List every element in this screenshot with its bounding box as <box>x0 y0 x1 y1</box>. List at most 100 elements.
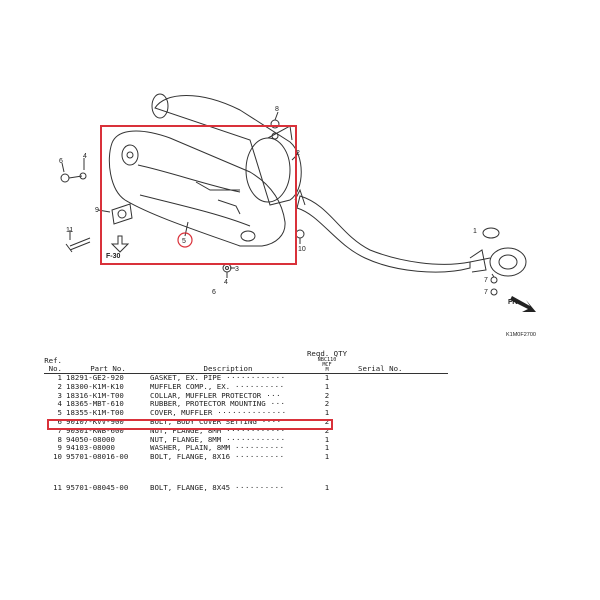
part-no-cell: 18291-GE2-920 <box>66 373 124 382</box>
callout-3: 3 <box>235 266 239 273</box>
exhaust-pipe <box>296 195 471 273</box>
description-cell: NUT, FLANGE, 8MM ············ <box>150 434 286 444</box>
callout-4b: 4 <box>224 279 228 286</box>
parts-list: Ref. No. Part No. Description Reqd. QTY … <box>44 349 556 493</box>
ref-cell: 11 <box>53 482 62 492</box>
callout-6: 6 <box>59 158 63 165</box>
ref-cell: 8 <box>57 434 62 444</box>
dot-leader: ·········· <box>230 482 285 492</box>
dot-leader: ·········· <box>230 381 285 391</box>
qty-cell: 2 <box>324 425 330 435</box>
highlight-box <box>100 125 297 265</box>
callout-2: 2 <box>296 150 300 157</box>
ref-cell: 6 <box>57 416 62 426</box>
ref-cell: 2 <box>57 381 62 391</box>
table-row[interactable]: 2 18300-K1M-K10 MUFFLER COMP., EX. ·······… <box>44 381 448 392</box>
description-cell: COLLAR, MUFFLER PROTECTOR ··· <box>150 390 282 400</box>
part-no-cell: 90107-KVV-900 <box>66 416 124 426</box>
qty-cell: 1 <box>324 373 330 382</box>
description-cell: RUBBER, PROTECTOR MOUNTING ··· <box>150 399 286 409</box>
table-row[interactable]: 8 94050-08000 NUT, FLANGE, 8MM ···········… <box>44 434 448 445</box>
serial-cell <box>348 383 448 392</box>
qty-cell: 1 <box>324 443 330 453</box>
bolt-part <box>65 237 91 253</box>
qty-cell: 1 <box>324 482 330 492</box>
part-no-cell: 18300-K1M-K10 <box>66 381 124 391</box>
ref-cell: 1 <box>57 373 62 382</box>
serial-cell <box>348 409 448 418</box>
header-qty-type: M <box>325 367 329 373</box>
header-qty-variant: MCF <box>322 362 332 368</box>
part-no-cell: 18316-K1M-T00 <box>66 390 124 400</box>
part-no-cell: 95701-08045-00 <box>66 482 129 492</box>
callout-1: 1 <box>473 228 477 235</box>
callout-7: 7 <box>484 277 488 284</box>
dot-leader: ············ <box>221 373 286 382</box>
serial-cell <box>348 484 448 493</box>
serial-cell <box>348 427 448 436</box>
qty-cell: 2 <box>324 399 330 409</box>
header-qty: Reqd. QTY NBC110 MCF M <box>306 349 348 374</box>
callout-4: 4 <box>83 153 87 160</box>
qty-cell: 2 <box>324 390 330 400</box>
qty-cell: 1 <box>324 434 330 444</box>
part-no-cell: 95701-08016-00 <box>66 452 129 462</box>
description-cell: MUFFLER COMP., EX. ·········· <box>150 381 285 391</box>
table-row[interactable]: 7 90301-KWB-600 NUT, FLANGE, 8MM ·········… <box>44 425 448 436</box>
table-row[interactable]: 5 18355-K1M-T00 COVER, MUFFLER ···········… <box>44 408 448 418</box>
dot-leader: ·············· <box>212 408 287 418</box>
row-spacer-cell <box>44 462 448 484</box>
ref-cell: 7 <box>57 425 62 435</box>
description-cell: BOLT, BODY COVER SETTING ···· <box>150 416 282 426</box>
dot-leader: ···· <box>256 416 282 426</box>
dot-leader: ··· <box>265 399 286 409</box>
part-no-cell: 90301-KWB-600 <box>66 425 124 435</box>
callout-10: 10 <box>298 246 306 253</box>
callout-9: 9 <box>95 207 99 214</box>
dot-leader: ·········· <box>230 443 285 453</box>
description-cell: BOLT, FLANGE, 8X16 ·········· <box>150 452 285 462</box>
ref-cell: 5 <box>57 408 62 418</box>
highlighted-row-box <box>47 419 333 430</box>
serial-cell <box>348 436 448 445</box>
muffler-cover <box>108 130 286 247</box>
part-no-cell: 18355-K1M-T00 <box>66 408 124 418</box>
part-no-cell: 94103-08000 <box>66 443 115 453</box>
table-header: Ref. No. Part No. Description Reqd. QTY … <box>44 349 448 374</box>
part-no-cell: 94050-08000 <box>66 434 115 444</box>
table-row[interactable]: 6 90107-KVV-900 BOLT, BODY COVER SETTING ·… <box>44 416 448 427</box>
qty-cell: 1 <box>324 408 330 418</box>
serial-cell <box>348 444 448 453</box>
qty-cell: 1 <box>324 452 330 462</box>
description-cell: NUT, FLANGE, 8MM ············ <box>150 425 286 435</box>
serial-cell <box>348 400 448 409</box>
table-row[interactable]: 4 18365-MBT-610 RUBBER, PROTECTOR MOUNTING… <box>44 399 448 409</box>
muffler-body <box>154 95 302 206</box>
exploded-parts-diagram: 1 2 3 4 4 5 6 6 7 7 8 9 10 11 F-30 FR. K… <box>59 93 536 338</box>
header-serial-no: Serial No. <box>358 364 403 373</box>
dot-leader: ·········· <box>230 452 285 462</box>
row-spacer <box>44 462 448 484</box>
dot-leader: ············ <box>221 434 286 444</box>
gasket-part <box>482 227 500 239</box>
header-qty-label: Reqd. QTY <box>306 349 348 358</box>
ref-cell: 4 <box>57 399 62 409</box>
description-cell: COVER, MUFFLER ·············· <box>150 408 287 418</box>
exhaust-flange <box>489 247 527 277</box>
header-qty-model: NBC110 <box>317 357 337 363</box>
serial-cell <box>348 392 448 401</box>
reference-label: F-30 <box>106 253 121 260</box>
callout-8: 8 <box>275 106 279 113</box>
header-description: Description <box>203 364 253 373</box>
description-cell: WASHER, PLAIN, 8MM ·········· <box>150 443 285 453</box>
ref-cell: 3 <box>57 390 62 400</box>
part-no-cell: 18365-MBT-610 <box>66 399 124 409</box>
table-row[interactable]: 3 18316-K1M-T00 COLLAR, MUFFLER PROTECTOR … <box>44 390 448 401</box>
serial-cell <box>348 453 448 462</box>
dot-leader: ············ <box>221 425 286 435</box>
front-direction-arrow <box>510 296 536 312</box>
